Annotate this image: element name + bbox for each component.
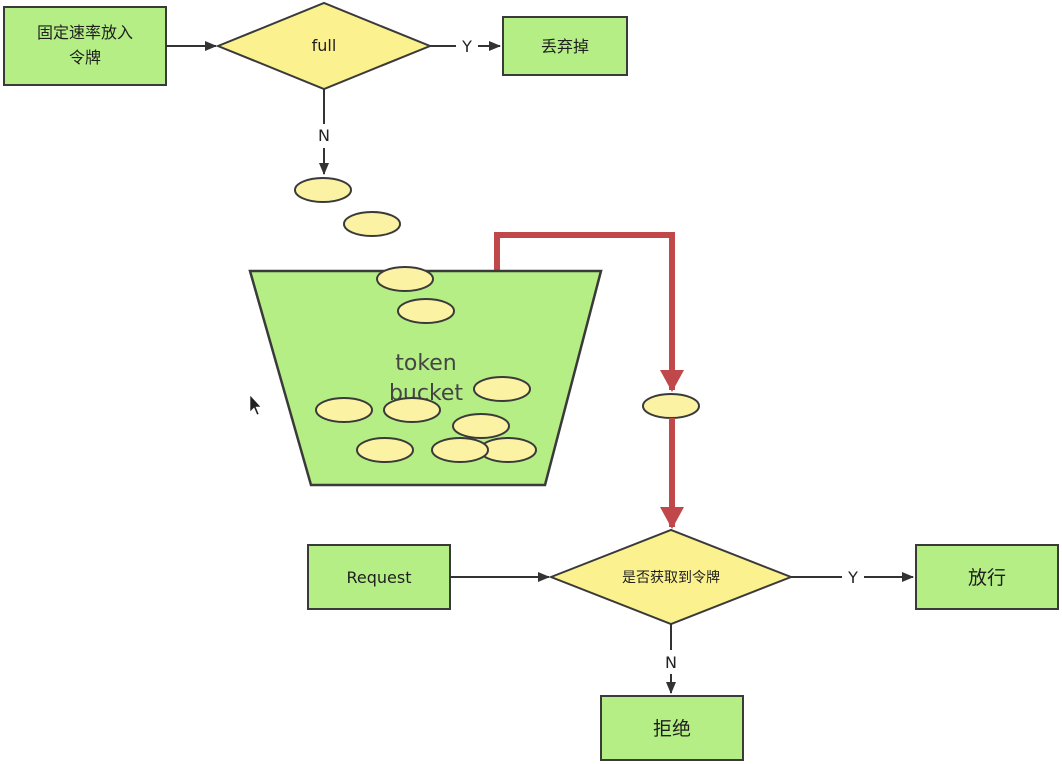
pass-box: 放行 xyxy=(915,544,1059,610)
discard-label: 丢弃掉 xyxy=(541,37,589,56)
source-label-line1: 固定速率放入 xyxy=(37,23,133,42)
request-box: Request xyxy=(307,544,451,610)
token xyxy=(294,177,352,203)
token xyxy=(452,413,510,439)
token xyxy=(343,211,401,237)
token xyxy=(397,298,455,324)
token xyxy=(431,437,489,463)
reject-box: 拒绝 xyxy=(600,695,744,761)
full-no-label: N xyxy=(318,126,330,145)
source-label-line2: 令牌 xyxy=(69,48,101,67)
token xyxy=(642,393,700,419)
acquire-yes-label: Y xyxy=(847,568,858,587)
discard-box: 丢弃掉 xyxy=(502,16,628,76)
mouse-cursor-icon xyxy=(249,394,262,416)
reject-label: 拒绝 xyxy=(653,718,691,740)
full-yes-label: Y xyxy=(461,37,472,56)
bucket-label-line1: token xyxy=(395,351,457,376)
token xyxy=(473,376,531,402)
token xyxy=(376,266,434,292)
token xyxy=(315,397,373,423)
full-decision-label: full xyxy=(312,36,337,55)
acquire-decision-label: 是否获取到令牌 xyxy=(622,569,720,586)
pass-label: 放行 xyxy=(968,567,1006,589)
acquire-decision: 是否获取到令牌 xyxy=(548,528,794,626)
source-box: 固定速率放入 令牌 xyxy=(3,6,167,86)
token xyxy=(383,397,441,423)
request-label: Request xyxy=(347,568,412,587)
bucket-output-arrow xyxy=(494,232,684,392)
acquire-no-label: N xyxy=(665,653,677,672)
token xyxy=(356,437,414,463)
full-decision: full xyxy=(215,1,433,91)
token-bucket: token bucket xyxy=(248,269,603,487)
